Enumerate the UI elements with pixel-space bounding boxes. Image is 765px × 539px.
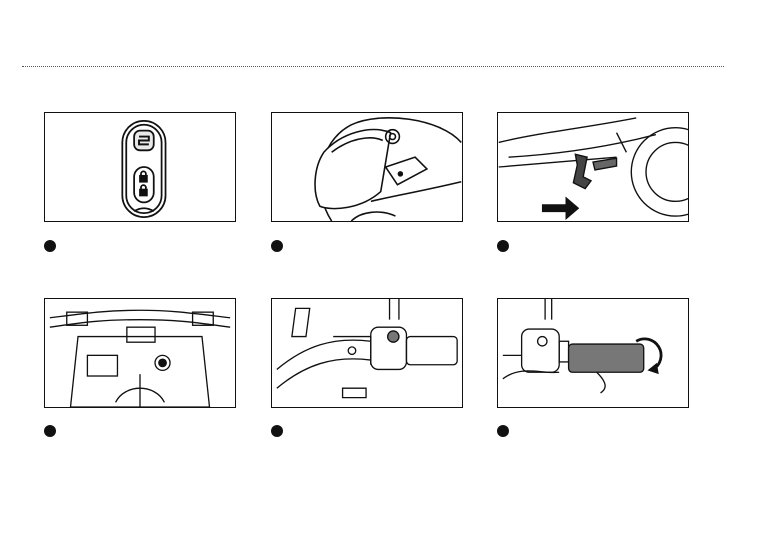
dashboard-icon (50, 310, 230, 407)
step-6-marker-icon (497, 425, 509, 437)
step-1-illustration-remote-key (44, 112, 236, 222)
step-2-marker-icon (271, 240, 283, 252)
handlebar-switch-icon (277, 299, 457, 398)
arrow-right-icon (542, 196, 579, 220)
step-4-illustration-dashboard (44, 298, 236, 408)
rotate-arrowhead-icon (647, 363, 658, 374)
key-fob-icon (122, 121, 165, 217)
helmet-icon (315, 118, 461, 221)
step-5-marker-icon (271, 425, 283, 437)
motorcycle-stand-icon (499, 118, 688, 216)
throttle-grip-icon (503, 299, 644, 393)
section-divider-dotted (22, 66, 724, 67)
step-2-illustration-helmet (271, 112, 463, 222)
step-1-marker-icon (44, 240, 56, 252)
step-3-marker-icon (497, 240, 509, 252)
step-3-illustration-side-stand (497, 112, 689, 222)
step-5-illustration-handlebar-switch (271, 298, 463, 408)
step-6-illustration-throttle (497, 298, 689, 408)
step-4-marker-icon (44, 425, 56, 437)
